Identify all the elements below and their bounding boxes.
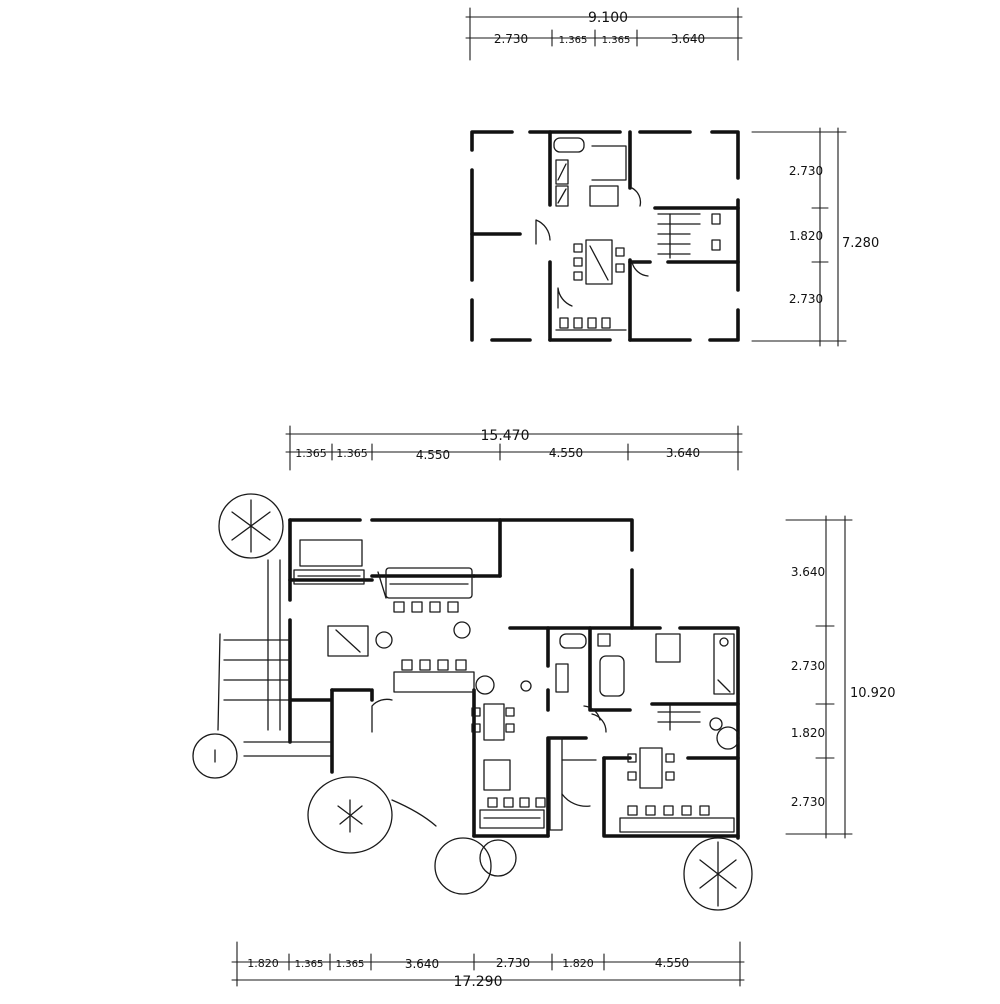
upper-overall-width-label: 9.100 [588,10,628,26]
ground-top-segment: 3.640 [666,446,700,460]
ground-bottom-segment: 1.365 [295,959,324,970]
tree-icon [192,733,238,779]
ground-depth-segment: 1.820 [791,726,825,740]
upper-floor-plan: 9.100 2.730 1.365 1.365 3.640 2.730 1.82… [465,7,879,347]
upper-depth-segment: 1.820 [789,229,823,243]
tree-icon [307,776,437,854]
ground-overall-width-bottom-label: 17.290 [454,974,503,990]
ground-bottom-segment: 4.550 [655,956,689,970]
tree-icon [683,837,753,911]
upper-walls [470,130,740,342]
ground-walls [288,518,740,840]
upper-overall-depth-label: 7.280 [842,236,879,251]
upper-depth-segment: 2.730 [789,292,823,306]
ground-top-segment: 4.550 [549,446,583,460]
upper-width-dimensions: 9.100 2.730 1.365 1.365 3.640 [465,7,743,61]
landscape-trees [192,493,753,911]
ground-furniture [293,539,740,833]
ground-depth-segment: 3.640 [791,565,825,579]
upper-depth-dimensions: 2.730 1.820 2.730 7.280 [751,127,879,347]
ground-overall-depth-label: 10.920 [850,686,896,701]
ground-bottom-segment: 3.640 [405,957,439,971]
ground-overall-width-top-label: 15.470 [481,428,530,444]
ground-top-segment: 1.365 [295,447,327,460]
upper-width-segment: 3.640 [671,32,705,46]
ground-bottom-segment: 1.820 [247,957,279,970]
tree-icon [434,837,517,895]
ground-bottom-segment: 1.365 [336,959,365,970]
ground-bottom-segment: 1.820 [562,957,594,970]
ground-depth-segment: 2.730 [791,659,825,673]
ground-depth-segment: 2.730 [791,795,825,809]
ground-bottom-segment: 2.730 [496,956,530,970]
upper-width-segment: 1.365 [602,35,631,46]
upper-depth-segment: 2.730 [789,164,823,178]
upper-fixtures [535,137,721,331]
upper-width-segment: 1.365 [559,35,588,46]
ground-bottom-dimensions: 1.820 1.365 1.365 3.640 2.730 1.820 4.55… [231,941,745,990]
ground-depth-dimensions: 3.640 2.730 1.820 2.730 10.920 [785,515,896,839]
ground-floor-plan: 15.470 1.365 1.365 4.550 4.550 3.640 3.6… [192,425,896,990]
ground-top-dimensions: 15.470 1.365 1.365 4.550 4.550 3.640 [285,425,743,471]
ground-top-segment: 4.550 [416,448,450,462]
ground-top-segment: 1.365 [336,447,368,460]
ground-terrace-steps [217,559,331,757]
tree-icon [218,493,284,559]
upper-width-segment: 2.730 [494,32,528,46]
